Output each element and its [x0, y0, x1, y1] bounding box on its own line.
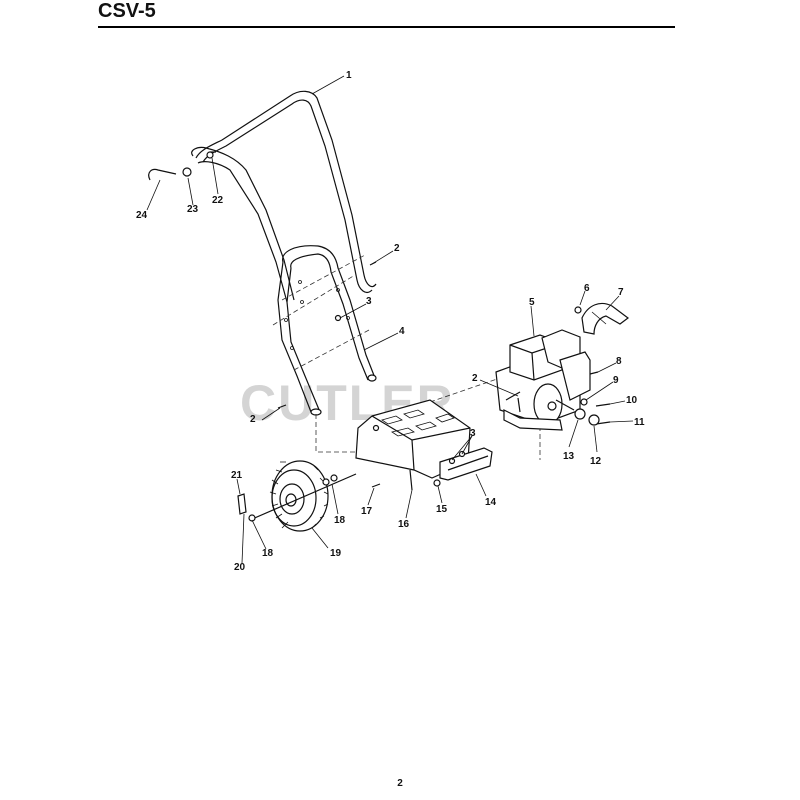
lower-handle: [277, 245, 377, 416]
leader-lines: [146, 75, 634, 564]
nut-23: [182, 167, 192, 177]
callout-18b: 18: [262, 548, 274, 559]
page-title: CSV-5: [98, 0, 156, 22]
callout-2b: 2: [250, 414, 256, 425]
callout-1: 1: [346, 70, 352, 81]
callout-2: 2: [394, 243, 400, 254]
callout-19: 19: [330, 548, 342, 559]
callout-9: 9: [613, 375, 619, 386]
callout-3: 3: [366, 296, 372, 307]
callout-20: 20: [234, 562, 246, 573]
callout-5: 5: [529, 297, 535, 308]
bolt-22: [206, 151, 216, 159]
callout-24: 24: [136, 210, 148, 221]
callout-8: 8: [616, 356, 622, 367]
hook-24: [148, 168, 177, 181]
callout-6: 6: [584, 283, 590, 294]
callout-7: 7: [618, 287, 624, 298]
callout-22: 22: [212, 195, 224, 206]
callout-labels: 1 2 3 4 2 6 7 5 8 2 9 10 11 13 12 3 24 2…: [136, 70, 645, 573]
bumper-14: [433, 447, 493, 487]
callout-15: 15: [436, 504, 448, 515]
callout-14: 14: [485, 497, 497, 508]
wheel-19: [269, 460, 329, 532]
callout-23: 23: [187, 204, 199, 215]
callout-21: 21: [231, 470, 243, 481]
shield-7: [581, 302, 629, 335]
chassis-16: [355, 399, 471, 491]
callout-2c: 2: [472, 373, 478, 384]
page-number: 2: [397, 778, 403, 789]
title-rule: [98, 26, 675, 28]
callout-11: 11: [634, 417, 645, 428]
callout-16: 16: [398, 519, 410, 530]
engine-5: [495, 329, 591, 431]
callout-18: 18: [334, 515, 346, 526]
callout-12: 12: [590, 456, 602, 467]
callout-10: 10: [626, 395, 638, 406]
callout-17: 17: [361, 506, 373, 517]
callout-13: 13: [563, 451, 575, 462]
callout-4: 4: [399, 326, 405, 337]
callout-3b: 3: [470, 428, 476, 439]
